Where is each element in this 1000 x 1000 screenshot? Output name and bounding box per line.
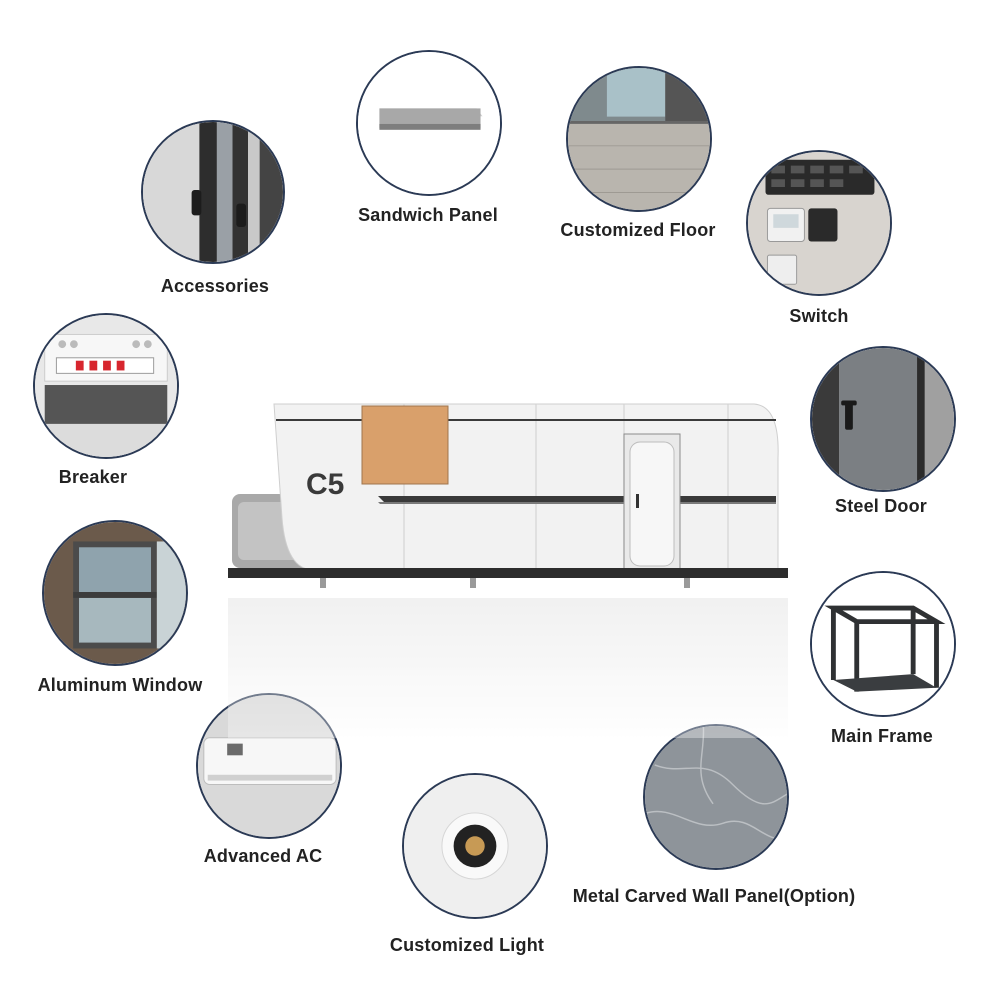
window-icon xyxy=(44,522,186,664)
capsule-cabin-image: C5 xyxy=(228,398,788,598)
steel-door-icon xyxy=(812,348,954,490)
customized-floor-image xyxy=(566,66,712,212)
steel-door-image xyxy=(810,346,956,492)
customized-light-label: Customized Light xyxy=(389,935,545,955)
breaker-box-icon xyxy=(35,315,177,457)
model-badge: C5 xyxy=(306,468,344,501)
aluminum-window-image xyxy=(42,520,188,666)
main-frame-image xyxy=(810,571,956,717)
aluminum-window-label: Aluminum Window xyxy=(37,675,203,695)
marble-texture-icon xyxy=(645,726,787,868)
ceiling-light-icon xyxy=(404,775,546,917)
cabin-reflection xyxy=(228,598,788,738)
accessories-label: Accessories xyxy=(160,276,270,296)
reflection-shape xyxy=(228,598,788,738)
sandwich-panel-label: Sandwich Panel xyxy=(358,205,498,225)
metal-carved-wall-panel-label: Metal Carved Wall Panel(Option) xyxy=(572,886,856,906)
steel-frame-icon xyxy=(812,573,954,715)
breaker-image xyxy=(33,313,179,459)
customized-light-image xyxy=(402,773,548,919)
advanced-ac-label: Advanced AC xyxy=(203,846,323,866)
steel-door-label: Steel Door xyxy=(834,496,928,516)
main-frame-label: Main Frame xyxy=(830,726,934,746)
floor-icon xyxy=(568,68,710,210)
metal-carved-wall-panel-image xyxy=(643,724,789,870)
accessories-image xyxy=(141,120,285,264)
door-handle-icon xyxy=(143,122,283,262)
breaker-label: Breaker xyxy=(58,467,128,487)
panel-slab-icon xyxy=(358,52,500,194)
customized-floor-label: Customized Floor xyxy=(560,220,716,240)
sandwich-panel-image xyxy=(356,50,502,196)
switch-panel-icon xyxy=(748,152,890,294)
capsule-house-icon: C5 xyxy=(228,403,788,588)
switch-image xyxy=(746,150,892,296)
switch-label: Switch xyxy=(789,306,849,326)
